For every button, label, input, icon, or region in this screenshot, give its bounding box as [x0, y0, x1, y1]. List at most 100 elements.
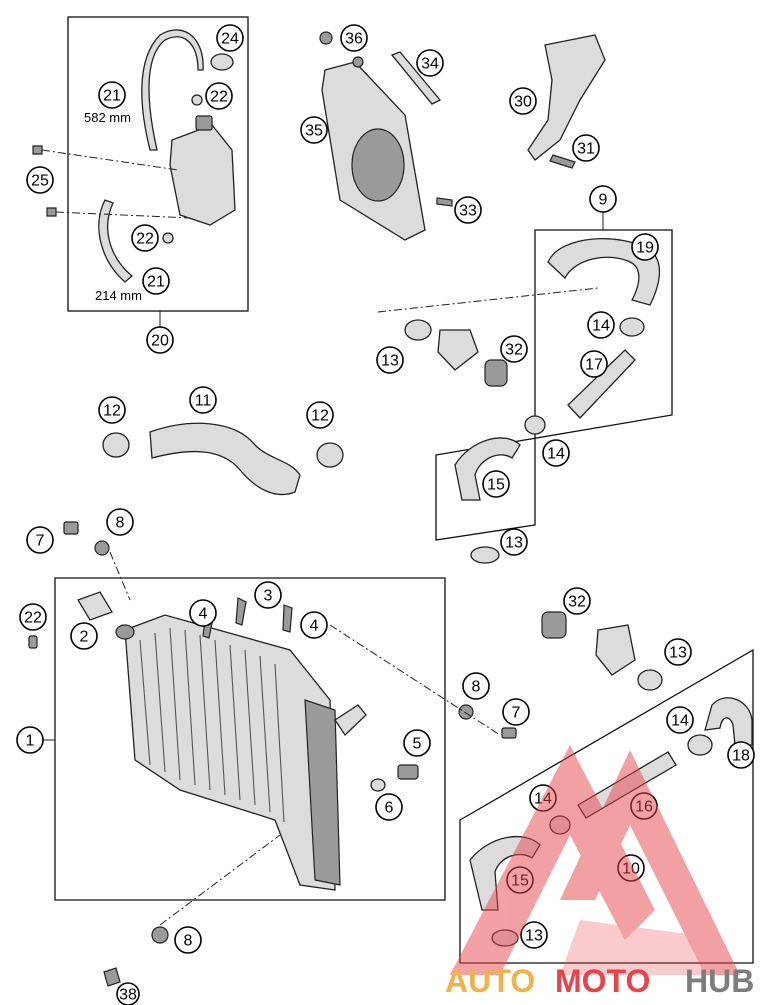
bolt-33 [436, 197, 453, 207]
callout-4-right: 4 [300, 611, 328, 639]
bolt-31 [549, 154, 576, 169]
screw-22-radiator [28, 635, 38, 649]
thermostat-housing-lower [595, 624, 636, 676]
svg-text:17: 17 [585, 357, 603, 374]
svg-text:7: 7 [512, 705, 521, 722]
clamp-12-left [102, 432, 130, 458]
clamp-13-upper [404, 319, 432, 341]
thermostat-32-lower [541, 611, 567, 639]
mount-line-upper [41, 149, 179, 171]
radiator-filler-neck [115, 624, 135, 640]
bracket-34 [390, 51, 442, 105]
svg-text:24: 24 [221, 31, 239, 48]
svg-text:18: 18 [732, 748, 750, 765]
grommet-8-lower [151, 926, 169, 944]
o-ring-6 [370, 778, 386, 792]
hose-clip-22-lower [162, 232, 174, 244]
svg-text:19: 19 [636, 240, 654, 257]
callout-14-right: 14 [666, 706, 694, 734]
callout-14-upper: 14 [587, 311, 615, 339]
clamp-14-lower [524, 415, 546, 435]
svg-text:34: 34 [421, 56, 439, 73]
callout-7-right: 7 [502, 698, 530, 726]
svg-text:8: 8 [472, 679, 481, 696]
svg-text:14: 14 [592, 318, 610, 335]
bolt-7-upper [63, 521, 79, 535]
callout-14-mid: 14 [542, 439, 570, 467]
hose-15 [454, 437, 521, 501]
mount-line-lower [55, 211, 191, 219]
watermark-text-auto: AUTO [445, 963, 535, 999]
rubber-36b [352, 56, 364, 68]
callout-22-lower: 22 [131, 224, 159, 252]
bolt-38 [103, 967, 121, 987]
svg-text:14: 14 [547, 446, 565, 463]
tank-cap [195, 115, 213, 131]
svg-text:32: 32 [568, 594, 586, 611]
clamp-13-lower [470, 546, 500, 564]
length-label-lower: 214 mm [95, 288, 142, 303]
svg-text:2: 2 [80, 629, 89, 646]
svg-text:35: 35 [305, 123, 323, 140]
callout-30: 30 [509, 87, 537, 115]
svg-text:25: 25 [31, 173, 49, 190]
hose-11 [149, 422, 301, 496]
svg-text:33: 33 [459, 203, 477, 220]
callout-8-lower: 8 [174, 926, 202, 954]
callout-12-left: 12 [98, 396, 126, 424]
radiator-side-tank [304, 699, 341, 886]
hose-18 [704, 697, 753, 746]
callout-15-mid: 15 [482, 470, 510, 498]
bolt-25-lower [46, 207, 57, 217]
callout-22-upper: 22 [205, 82, 233, 110]
svg-text:38: 38 [119, 987, 137, 1004]
radiator-fins [139, 627, 285, 823]
svg-text:30: 30 [514, 94, 532, 111]
radiator-core [124, 614, 336, 891]
thermostat-32 [484, 359, 508, 387]
svg-text:21: 21 [147, 274, 165, 291]
callout-31: 31 [572, 134, 600, 162]
svg-text:12: 12 [311, 408, 329, 425]
svg-text:6: 6 [385, 800, 394, 817]
svg-text:8: 8 [184, 933, 193, 950]
grommet-8-right [458, 704, 474, 720]
fan-blade [351, 128, 405, 202]
svg-text:13: 13 [381, 353, 399, 370]
svg-text:21: 21 [103, 88, 121, 105]
callout-20: 20 [146, 326, 174, 354]
callout-4-left: 4 [189, 599, 217, 627]
callout-38: 38 [116, 982, 140, 1005]
callout-8-right: 8 [462, 672, 490, 700]
watermark-logo-triangles [450, 745, 740, 975]
callout-25: 25 [26, 166, 54, 194]
radiator-outlet-pipe [334, 704, 367, 737]
callout-1: 1 [16, 726, 44, 754]
grommet-8-upper [94, 540, 110, 556]
svg-text:20: 20 [151, 333, 169, 350]
svg-text:1: 1 [26, 733, 35, 750]
callout-19: 19 [631, 233, 659, 261]
frame-radiator-group [54, 577, 446, 901]
svg-text:3: 3 [264, 588, 273, 605]
hose-21-lower [98, 199, 134, 283]
rubber-36 [319, 31, 333, 45]
watermark-text-moto: MOTO [555, 963, 650, 999]
svg-text:32: 32 [505, 342, 523, 359]
watermark-text-hub: HUB [685, 963, 754, 999]
callout-36: 36 [340, 24, 368, 52]
callout-3: 3 [254, 581, 282, 609]
svg-text:9: 9 [599, 192, 608, 209]
callout-8-upper: 8 [106, 508, 134, 536]
callout-12-right: 12 [306, 401, 334, 429]
svg-text:4: 4 [310, 618, 319, 635]
callout-11: 11 [189, 386, 217, 414]
screw-3 [235, 597, 247, 626]
callout-17: 17 [580, 350, 608, 378]
callout-7-upper: 7 [26, 526, 54, 554]
screw-4-right [282, 604, 293, 633]
callout-9: 9 [589, 185, 617, 213]
expansion-tank [169, 124, 236, 226]
callout-22-radiator: 22 [19, 603, 47, 631]
svg-text:4: 4 [199, 606, 208, 623]
